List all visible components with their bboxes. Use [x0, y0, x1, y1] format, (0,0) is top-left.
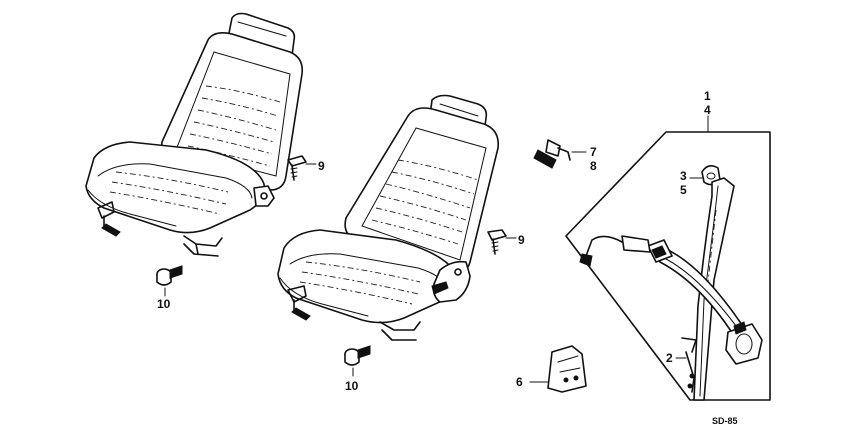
callout-2: 2: [666, 351, 673, 365]
drawing-code: SD-85: [712, 416, 738, 426]
callout-3: 3: [680, 169, 687, 183]
callout-7: 7: [590, 145, 597, 159]
bolt-9-upper: [287, 155, 317, 181]
callout-5: 5: [680, 183, 687, 197]
callout-6: 6: [516, 375, 523, 389]
callout-9-lower: 9: [518, 233, 525, 247]
seat-belt-assembly: [529, 115, 771, 401]
bolt-9-lower: [487, 229, 517, 255]
cap-10-left: [156, 265, 183, 297]
cap-10-right: [344, 345, 371, 377]
callout-4: 4: [704, 103, 711, 117]
callout-1: 1: [704, 89, 711, 103]
callout-10-left: 10: [157, 297, 171, 311]
right-seat: [277, 94, 500, 341]
callout-9-upper: 9: [318, 159, 325, 173]
callout-8: 8: [590, 159, 597, 173]
bracket-7-8: [533, 139, 587, 169]
left-seat: [85, 12, 304, 257]
callout-10-right: 10: [345, 379, 359, 393]
